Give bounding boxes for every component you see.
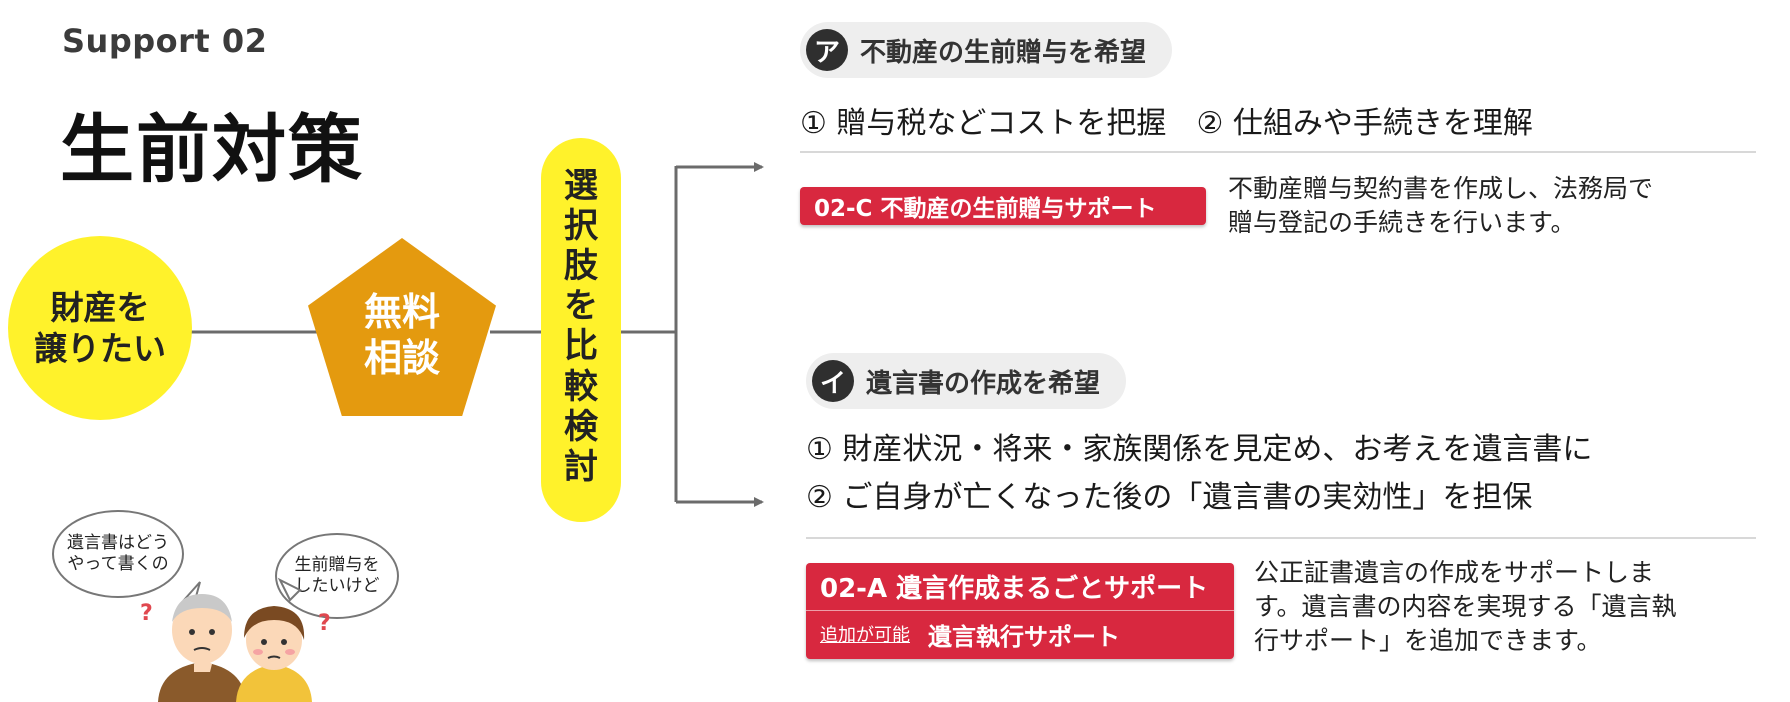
option-a-header-text: 不動産の生前贈与を希望 — [860, 37, 1147, 68]
speech-bubble-left: 遺言書はどう やって書くの — [52, 510, 184, 598]
support-label: Support 02 — [62, 22, 268, 60]
consult-node-label: 無料 相談 — [308, 290, 496, 381]
compare-char: 肢 — [564, 246, 598, 287]
option-b-point1: ① 財産状況・将来・家族関係を見定め、お考えを遺言書に — [806, 432, 1593, 467]
option-a-divider — [800, 151, 1756, 153]
option-a-description: 不動産贈与契約書を作成し、法務局で 贈与登記の手続きを行います。 — [1228, 172, 1748, 240]
svg-text:?: ? — [318, 611, 331, 636]
option-a-header: ア 不動産の生前贈与を希望 — [800, 22, 1173, 78]
option-a-desc-line2: 贈与登記の手続きを行います。 — [1228, 208, 1576, 237]
compare-char: 較 — [564, 366, 598, 407]
option-b-description: 公正証書遺言の作成をサポートしま す。遺言書の内容を実現する「遺言執 行サポート… — [1254, 556, 1754, 658]
start-node-line1: 財産を — [50, 287, 150, 327]
compare-char: を — [564, 286, 598, 327]
speech-bubble-left-line1: 遺言書はどう — [67, 532, 169, 553]
option-b-desc-line1: 公正証書遺言の作成をサポートしま — [1254, 558, 1655, 587]
option-a-badge: ア — [806, 29, 848, 71]
svg-text:?: ? — [140, 601, 153, 626]
service-02a-addon-row: 追加が可能 遺言執行サポート — [806, 611, 1234, 657]
option-b-desc-line2: す。遺言書の内容を実現する「遺言執 — [1254, 592, 1677, 621]
start-node-transfer-assets: 財産を 譲りたい — [8, 236, 192, 420]
compare-char: 検 — [564, 406, 598, 447]
option-a-point1: ① 贈与税などコストを把握 — [800, 106, 1167, 141]
compare-char: 討 — [564, 446, 598, 487]
option-a-desc-line1: 不動産贈与契約書を作成し、法務局で — [1228, 174, 1654, 203]
compare-char: 選 — [564, 166, 598, 206]
start-node-line2: 譲りたい — [34, 329, 166, 368]
compare-node-label: 選 択 肢 を 比 較 検 討 — [541, 166, 621, 487]
option-b-point2: ② ご自身が亡くなった後の「遺言書の実効性」を担保 — [806, 480, 1533, 515]
option-a-points: ① 贈与税などコストを把握 ② 仕組みや手続きを理解 — [800, 98, 1533, 142]
elderly-couple-illustration: ? ? — [140, 577, 331, 702]
option-b-desc-line3: 行サポート」を追加できます。 — [1254, 626, 1602, 655]
speech-bubble-right-line2: したいけど — [294, 576, 380, 596]
compare-char: 択 — [564, 206, 598, 247]
consult-node-line1: 無料 — [363, 290, 440, 334]
option-b-divider — [806, 537, 1756, 539]
option-b-header-text: 遺言書の作成を希望 — [866, 368, 1101, 399]
speech-bubble-right-line1: 生前贈与を — [294, 554, 380, 575]
option-b-badge: イ — [812, 360, 854, 402]
speech-bubble-right: 生前贈与を したいけど — [275, 533, 399, 619]
option-b-points: ① 財産状況・将来・家族関係を見定め、お考えを遺言書に ② ご自身が亡くなった後… — [806, 426, 1592, 522]
speech-bubble-left-line2: やって書くの — [67, 554, 169, 574]
option-a-point2: ② 仕組みや手続きを理解 — [1196, 106, 1533, 141]
service-02a-title: 02-A 遺言作成まるごとサポート — [806, 563, 1234, 611]
addon-service-label: 遺言執行サポート — [928, 622, 1120, 651]
addon-available-note: 追加が可能 — [820, 625, 910, 646]
page-title: 生前対策 — [60, 107, 364, 193]
option-b-header: イ 遺言書の作成を希望 — [806, 353, 1127, 409]
consult-node-line2: 相談 — [363, 335, 440, 380]
service-02a-badge: 02-A 遺言作成まるごとサポート 追加が可能 遺言執行サポート — [806, 563, 1234, 659]
compare-char: 比 — [564, 326, 598, 367]
service-02c-badge: 02-C 不動産の生前贈与サポート — [800, 187, 1206, 225]
compare-node-shape — [541, 138, 621, 522]
